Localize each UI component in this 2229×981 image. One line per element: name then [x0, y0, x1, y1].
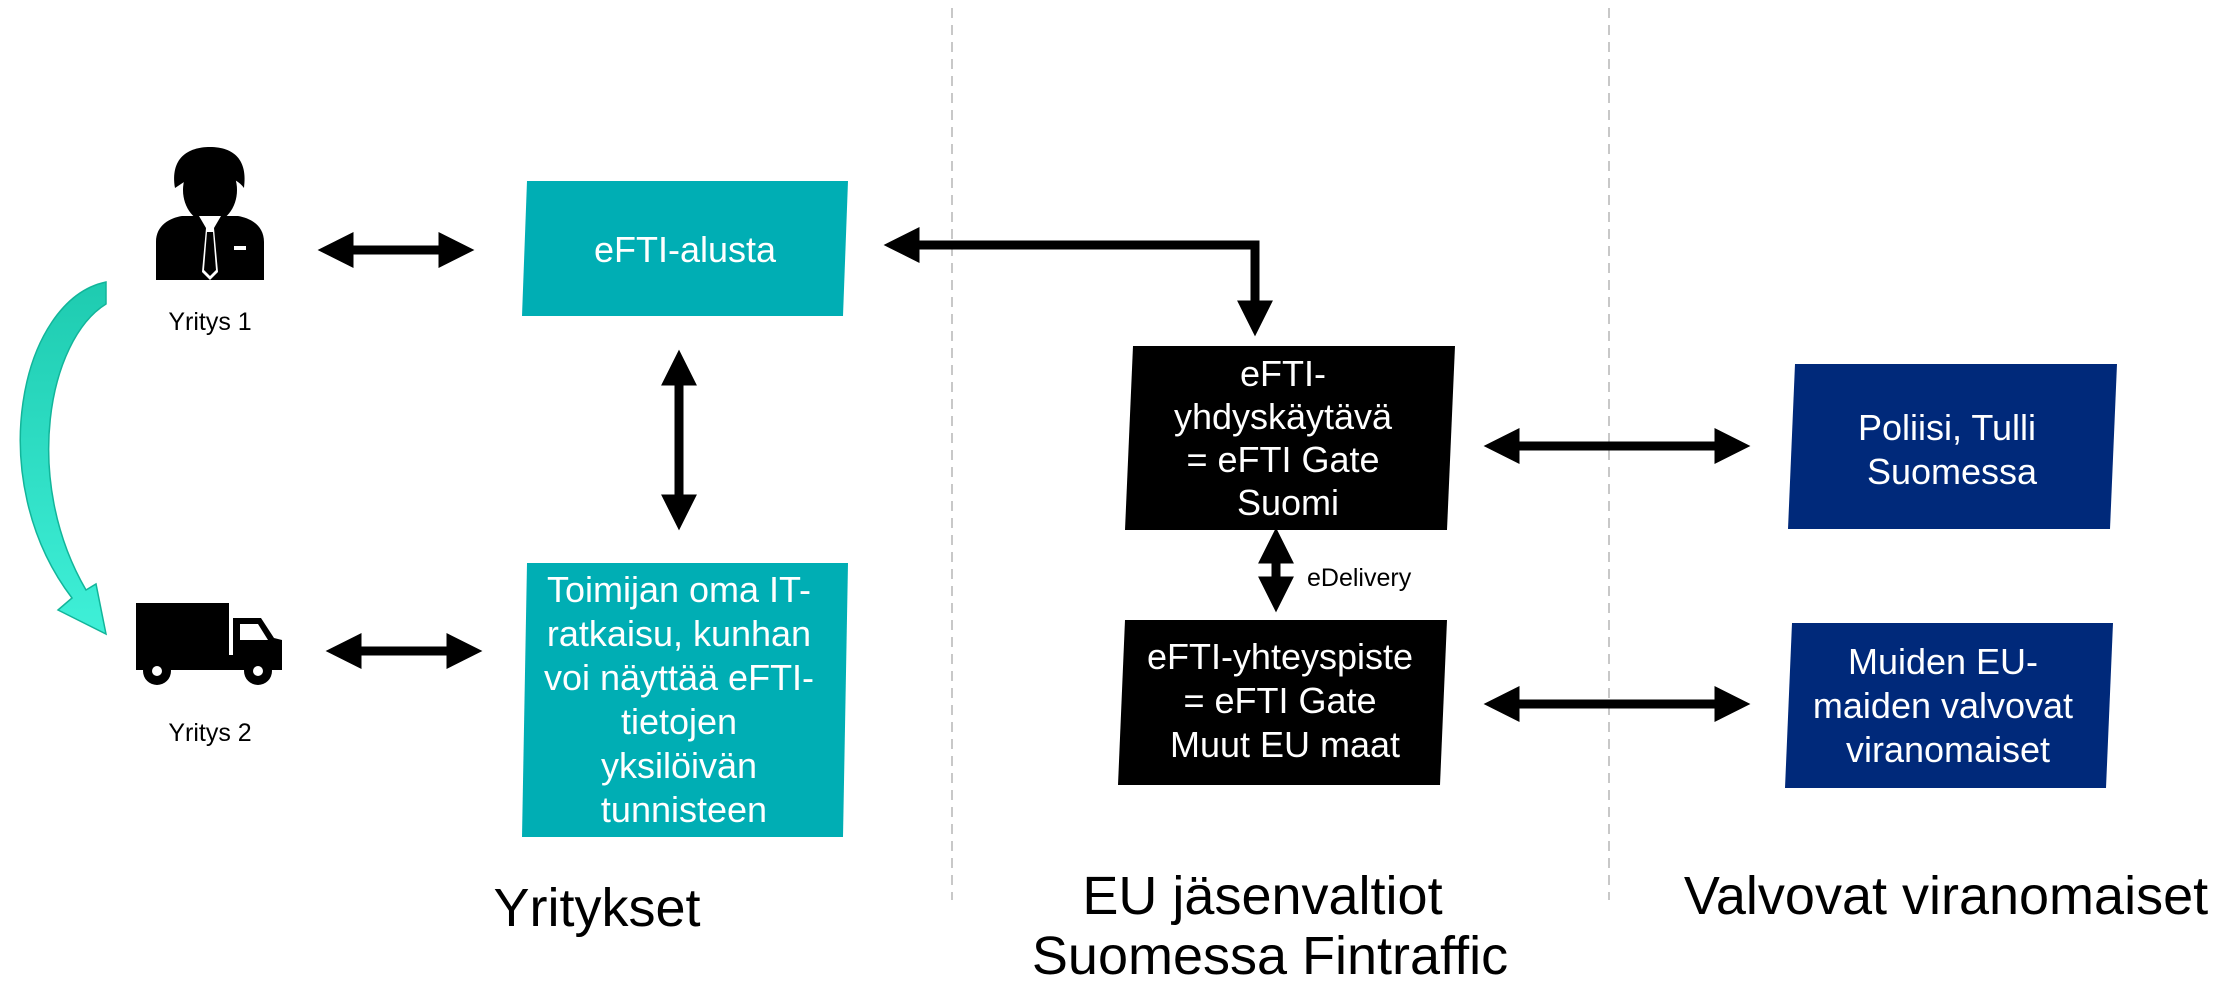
- own-it-solution-box: [522, 563, 848, 837]
- curved-flow-arrow: [19, 281, 108, 636]
- efti-platform-label: eFTI-alusta: [594, 229, 777, 270]
- efti-gate-eu-label: eFTI-yhteyspiste = eFTI Gate Muut EU maa…: [1147, 636, 1423, 765]
- arrow-platform-gate: [883, 227, 1273, 337]
- efti-gate-finland-label: eFTI- yhdyskäytävä = eFTI Gate Suomi: [1174, 353, 1402, 523]
- company1-label: Yritys 1: [168, 308, 251, 336]
- businessman-icon: [156, 147, 264, 280]
- eu-authorities-label: Muiden EU- maiden valvovat viranomaiset: [1813, 641, 2083, 770]
- efti-gate-eu-box: [1118, 620, 1447, 785]
- efti-platform-box: [522, 181, 848, 316]
- company2-label: Yritys 2: [168, 719, 251, 747]
- edelivery-label: eDelivery: [1307, 564, 1412, 592]
- efti-gate-finland-box: [1125, 346, 1455, 530]
- truck-icon: [136, 603, 282, 685]
- police-customs-label: Poliisi, Tulli Suomessa: [1858, 407, 2046, 492]
- section-title-companies: Yritykset: [493, 878, 700, 938]
- eu-authorities-box: [1785, 623, 2113, 788]
- police-customs-box: [1788, 364, 2117, 529]
- section-title-authorities: Valvovat viranomaiset: [1684, 866, 2208, 926]
- section-title-member-states: EU jäsenvaltiot Suomessa Fintraffic: [1032, 866, 1508, 981]
- own-it-solution-label: Toimijan oma IT- ratkaisu, kunhan voi nä…: [544, 569, 824, 830]
